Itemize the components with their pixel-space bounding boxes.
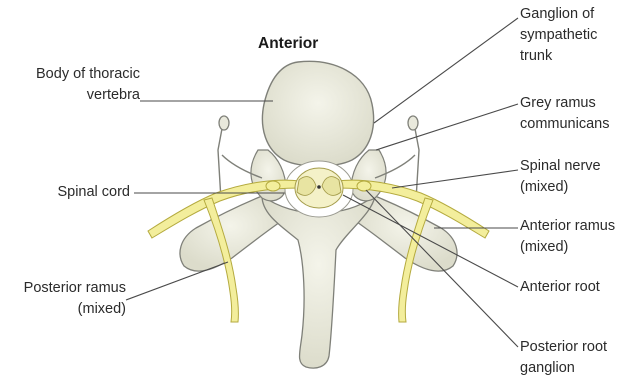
label-posterior-ramus: Posterior ramus (mixed): [2, 278, 126, 320]
right-sympathetic-ganglion: [408, 116, 418, 130]
right-posterior-root-ganglion: [357, 181, 371, 191]
left-sympathetic-ganglion: [219, 116, 229, 130]
spinous-process: [262, 196, 375, 368]
label-anterior-ramus: Anterior ramus (mixed): [520, 216, 615, 258]
label-grey-ramus-communicans: Grey ramus communicans: [520, 93, 609, 135]
label-anterior-root: Anterior root: [520, 277, 600, 298]
label-posterior-root-ganglion: Posterior root ganglion: [520, 337, 607, 379]
label-spinal-cord: Spinal cord: [2, 182, 130, 203]
vertebral-body: [262, 61, 373, 166]
spinal-cord: [295, 168, 343, 208]
label-ganglion-of-sympathetic-trunk: Ganglion of sympathetic trunk: [520, 4, 597, 67]
left-posterior-root-ganglion: [266, 181, 280, 191]
label-spinal-nerve: Spinal nerve (mixed): [520, 156, 601, 198]
label-body-of-vertebra: Body of thoracic vertebra: [2, 64, 140, 106]
diagram-title: Anterior: [258, 35, 318, 53]
